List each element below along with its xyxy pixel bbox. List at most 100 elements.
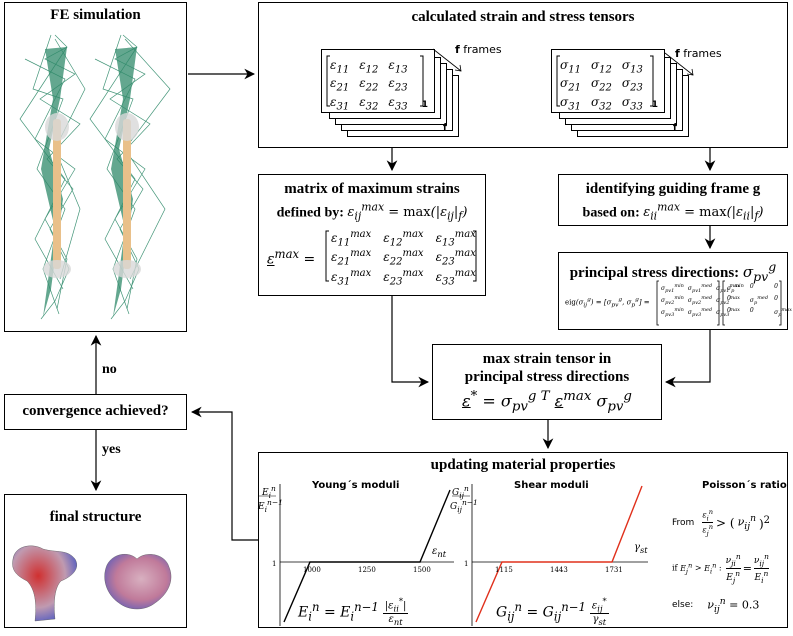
shear-plot: 1 1115 1443 1731 xyxy=(452,484,648,626)
stress-matrix-cell: σ32 xyxy=(590,94,612,113)
principal-values-matrix-cell: 0 xyxy=(727,307,731,315)
strain-matrix-cell: ε23 xyxy=(388,76,408,94)
principal-values-matrix-cell: σpmed xyxy=(749,295,769,307)
stress-frames-arrow xyxy=(664,52,694,76)
stress-matrix-cell: σ31 xyxy=(560,94,581,113)
young-title: Young´s moduli xyxy=(312,480,400,491)
strain-matrix-cell: ε12 xyxy=(359,58,379,76)
strain-frames-word: frames xyxy=(459,43,502,56)
principal-stress-label: principal stress directions: xyxy=(569,265,740,281)
max-strain-tensor-title1: max strain tensor in xyxy=(482,351,612,367)
strain-matrix-cell: ε13 xyxy=(388,58,408,76)
max-strains-defined-by: defined by: xyxy=(276,205,344,221)
young-xlabel: εnt xyxy=(432,546,447,559)
principal-values-matrix-cell: 0 xyxy=(774,283,778,290)
principal-values-matrix-cell: σpmax xyxy=(774,307,792,319)
shear-xtick-1: 1443 xyxy=(550,566,568,574)
tensors-title: calculated strain and stress tensors xyxy=(411,9,635,25)
stress-index-f: f xyxy=(673,123,677,133)
max-strains-matrix-cell: ε13max xyxy=(435,229,476,249)
bone-left xyxy=(53,119,61,269)
principal-vectors-matrix-cell: σpv2min xyxy=(661,295,684,307)
shear-ylabel-den: Gijn−1 xyxy=(450,498,478,514)
max-strains-matrix-cell: ε12max xyxy=(383,229,424,249)
young-formula: Ein = Ein−1 |εii*| εnt xyxy=(298,596,409,628)
strain-matrix-cell: ε21 xyxy=(330,76,350,94)
strain-matrix-cell: ε33 xyxy=(388,94,408,113)
strain-index-f: f xyxy=(443,123,447,133)
stress-index-1: 1 xyxy=(651,100,658,110)
shear-xlabel: γst xyxy=(634,542,648,555)
fe-simulation-title: FE simulation xyxy=(50,7,141,23)
principal-values-matrix-cell: 0 xyxy=(774,295,778,303)
young-curve xyxy=(283,489,451,623)
shear-curve xyxy=(475,485,643,623)
convergence-box: convergence achieved? xyxy=(4,394,187,430)
arrow-update-to-convergence xyxy=(190,406,258,541)
max-strain-tensor-title2: principal stress directions xyxy=(464,369,630,385)
young-xtick-1: 1250 xyxy=(358,566,376,574)
strain-matrix-cell: ε11 xyxy=(330,58,350,76)
max-strains-matrix-cell: ε23max xyxy=(383,267,424,288)
max-strains-title: matrix of maximum strains xyxy=(284,181,460,197)
poisson-row3: else: νijn = 0.3 xyxy=(672,596,759,615)
bone-right-knee xyxy=(113,260,141,278)
young-xtick-0: 1000 xyxy=(303,566,321,574)
poisson-title: Poisson´s ratio xyxy=(702,480,787,491)
final-structure-title: final structure xyxy=(49,509,142,525)
principal-vectors-matrix-cell: σpv2max xyxy=(716,295,740,307)
shear-xtick-2: 1731 xyxy=(605,566,623,574)
stress-frames-word: frames xyxy=(679,47,722,60)
principal-stress-symbol: σpvg xyxy=(742,259,777,284)
bone-left-head xyxy=(45,113,69,141)
tensors-box: calculated strain and stress tensors ε11… xyxy=(258,2,788,148)
poisson-row1-label: From xyxy=(672,517,695,528)
max-strains-matrix-cell: ε11max xyxy=(331,229,372,249)
poisson-row3-formula: νijn = 0.3 xyxy=(707,596,760,615)
principal-values-matrix-cell: σpmin xyxy=(727,283,744,295)
knee-mesh xyxy=(104,554,172,610)
max-strain-tensor-formula: ε* = σpvg T εmax σpvg xyxy=(462,389,632,415)
strain-matrix-cell: ε31 xyxy=(330,94,350,113)
arrow-maxstrain-to-tensor xyxy=(391,296,430,388)
final-structure-box: final structure xyxy=(4,494,187,628)
stress-matrix-cell: σ22 xyxy=(590,76,612,94)
principal-vectors-matrix-cell: σpv2med xyxy=(687,295,713,307)
stress-matrix-cell: σ23 xyxy=(621,76,643,94)
guiding-frame-based-on: based on: xyxy=(582,205,640,221)
max-strains-definition: defined by: εijmax = max(|εij|f) xyxy=(259,201,485,223)
max-strains-matrix-cell: ε21max xyxy=(331,248,372,268)
shear-ytick: 1 xyxy=(464,560,468,568)
young-plot: 1 1000 1250 1500 xyxy=(258,484,454,626)
update-properties-title: updating material properties xyxy=(430,457,616,473)
label-yes: yes xyxy=(102,442,121,457)
strain-frames-f: f xyxy=(455,43,460,56)
max-strains-matrix-cell: ε31max xyxy=(331,267,372,288)
shear-xtick-0: 1115 xyxy=(495,566,513,574)
shear-title: Shear moduli xyxy=(514,480,589,491)
stress-matrix-cell: σ33 xyxy=(621,94,643,113)
arrow-principal-to-tensor xyxy=(664,330,711,388)
max-strains-formula: εijmax = max(|εij|f) xyxy=(347,201,468,223)
strain-frames-label: f frames xyxy=(455,43,502,56)
shear-formula: Gijn = Gijn−1 εij* γst xyxy=(496,596,609,628)
max-strains-matrix-cell: ε33max xyxy=(435,267,476,288)
max-strain-tensor-box: max strain tensor in principal stress di… xyxy=(432,344,662,420)
bone-right xyxy=(123,119,131,269)
poisson-row2-label: if Ejn > Ein : xyxy=(672,561,722,576)
stress-matrix-cell: σ13 xyxy=(621,58,643,76)
bone-left-knee xyxy=(43,260,71,278)
poisson-row3-label: else: xyxy=(672,600,694,611)
fe-simulation-image xyxy=(19,34,171,320)
strain-frames-arrow xyxy=(432,48,462,72)
label-no: no xyxy=(102,362,117,377)
strain-matrix-cell: ε22 xyxy=(359,76,379,94)
